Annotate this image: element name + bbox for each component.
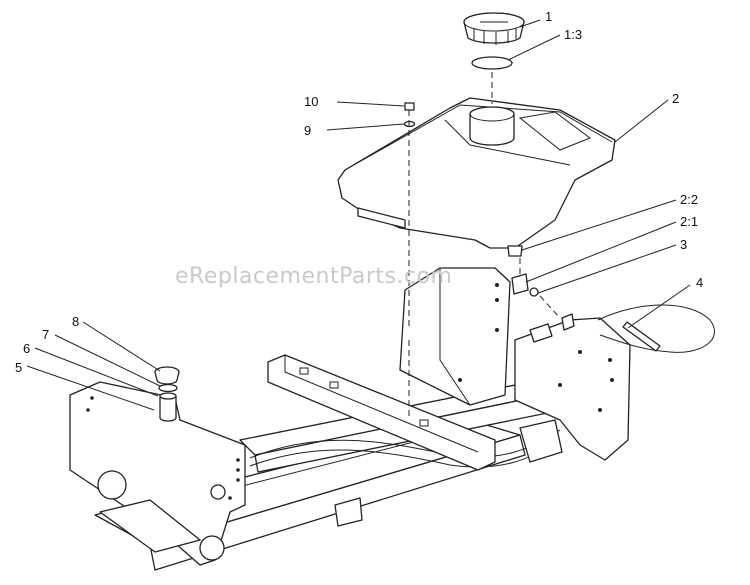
fuel-cap — [463, 12, 525, 45]
watermark-text: eReplacementParts.com — [175, 264, 452, 289]
callout-7: 7 — [42, 327, 49, 342]
callout-6: 6 — [23, 341, 30, 356]
callout-1: 1 — [545, 9, 552, 24]
cap-gasket — [471, 56, 513, 70]
chassis-frame — [69, 267, 631, 571]
callout-10: 10 — [304, 94, 318, 109]
callout-9: 9 — [304, 123, 311, 138]
callout-3: 3 — [680, 237, 687, 252]
callout-2: 2 — [672, 91, 679, 106]
left-filler-parts — [154, 366, 180, 422]
callout-8: 8 — [72, 314, 79, 329]
fuel-hose — [597, 304, 715, 353]
callout-4: 4 — [696, 275, 703, 290]
callout-2-2: 2:2 — [680, 192, 698, 207]
leader-lines — [26, 19, 691, 411]
callout-5: 5 — [15, 360, 22, 375]
callout-2-1: 2:1 — [680, 214, 698, 229]
callout-1-3: 1:3 — [564, 27, 582, 42]
alignment-lines — [408, 72, 561, 420]
fuel-tank — [337, 97, 616, 257]
fuel-fittings — [511, 273, 575, 343]
callout-labels: 1 1:3 2 2:2 2:1 3 4 5 6 7 8 9 10 — [15, 9, 703, 375]
